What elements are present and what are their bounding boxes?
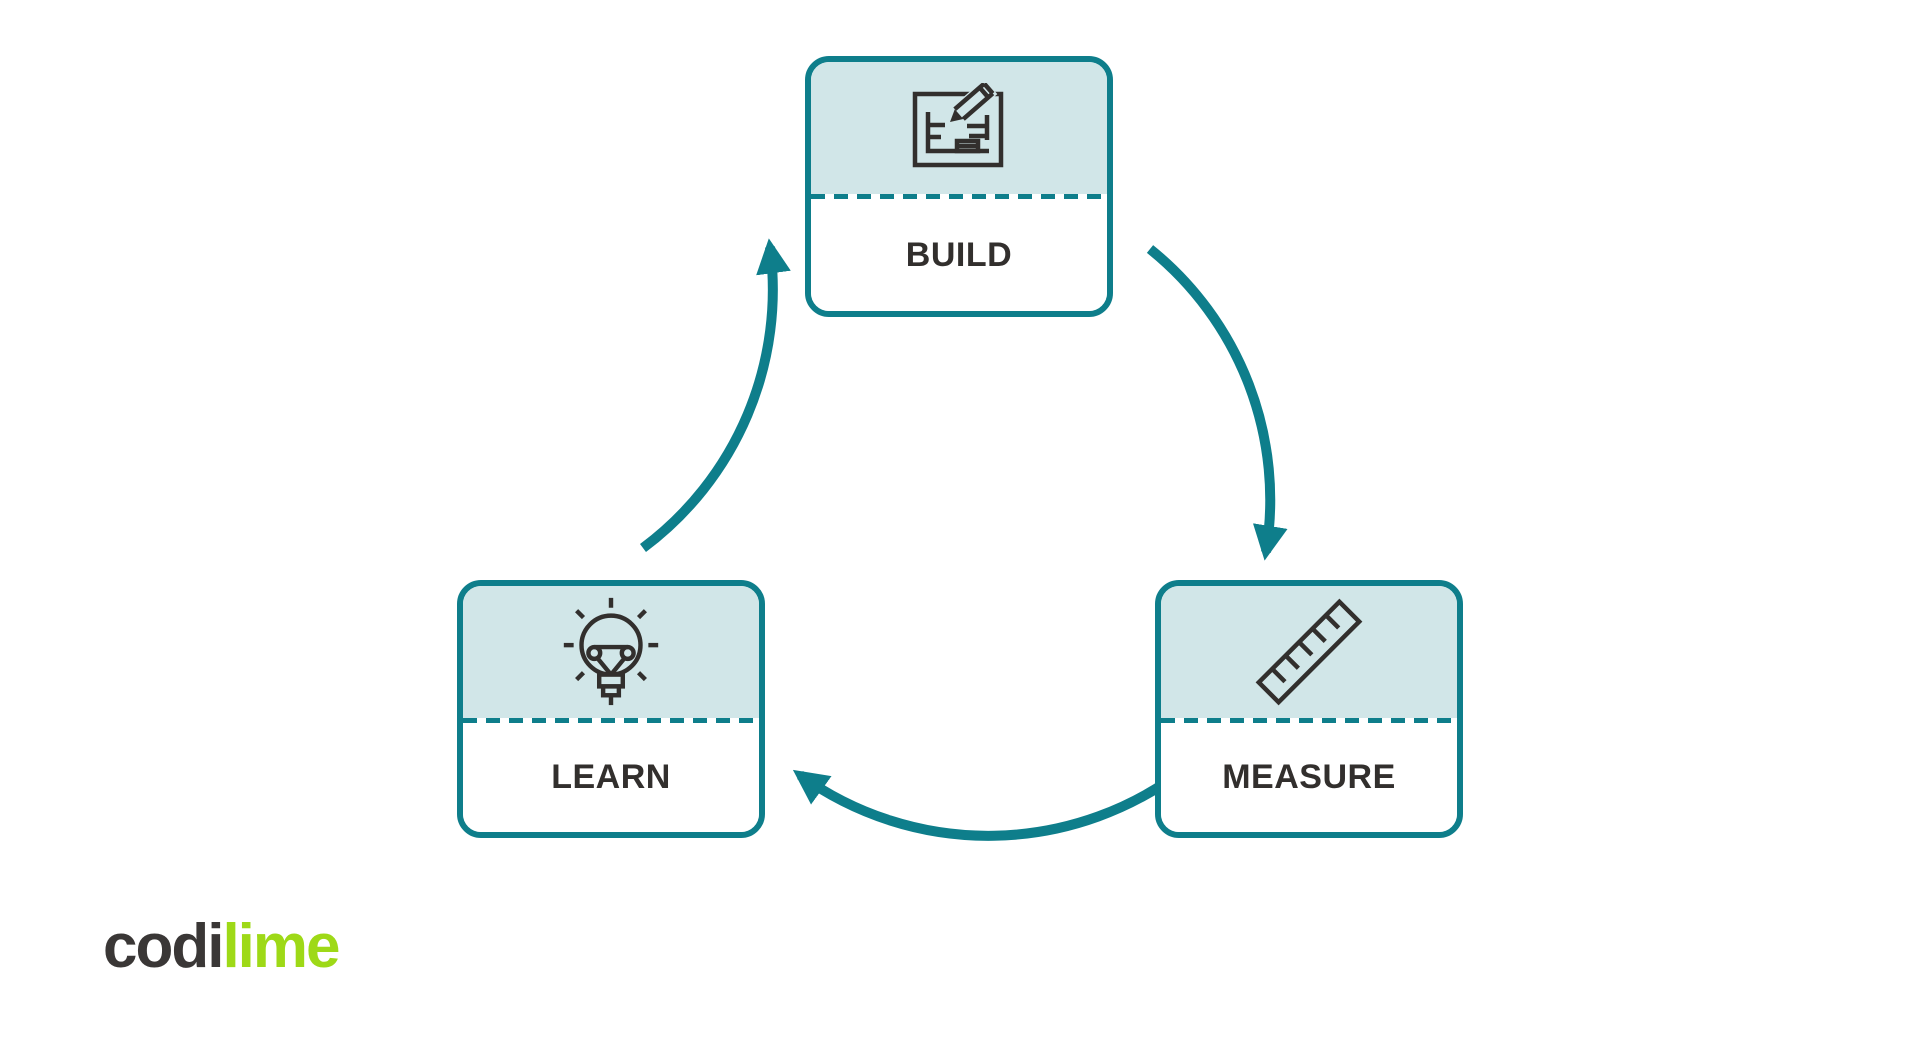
arrow-build-to-measure (1146, 245, 1288, 561)
node-learn-label-area: LEARN (463, 723, 759, 832)
node-build-label: BUILD (905, 235, 1013, 274)
blueprint-pencil-icon (912, 83, 1004, 168)
dashed-divider (463, 718, 759, 723)
codilime-logo: codilime (103, 916, 341, 978)
node-build-icon-area (811, 62, 1107, 194)
node-learn: LEARN (457, 580, 765, 838)
node-measure-icon-area (1161, 586, 1457, 718)
node-learn-icon-area (463, 586, 759, 718)
logo-suffix: lime (222, 912, 340, 981)
node-build-label-area: BUILD (811, 199, 1107, 311)
logo-prefix: codi (103, 912, 224, 981)
pencil-glyph (941, 83, 998, 132)
node-learn-label: LEARN (551, 758, 671, 796)
arrow-measure-to-learn (792, 764, 1190, 841)
node-measure: MEASURE (1155, 580, 1463, 838)
dashed-divider (811, 194, 1107, 199)
ruler-icon (1255, 598, 1363, 706)
node-measure-label: MEASURE (1222, 758, 1396, 796)
node-build: BUILD (805, 56, 1113, 317)
lightbulb-icon (563, 597, 659, 706)
dashed-divider (1161, 718, 1457, 723)
arrow-learn-to-build (640, 238, 791, 553)
node-measure-label-area: MEASURE (1161, 723, 1457, 832)
